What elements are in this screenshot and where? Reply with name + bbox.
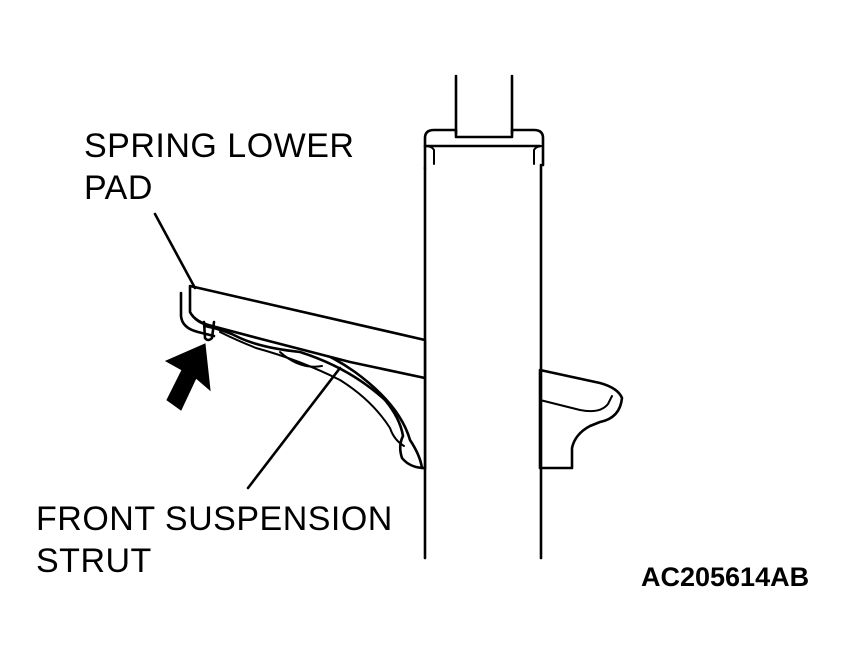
figure-code: AC205614AB (641, 562, 810, 592)
spring-pad-line2: PAD (84, 169, 153, 207)
front-suspension-strut-label: FRONT SUSPENSION STRUT (36, 500, 393, 580)
strut-body (423, 163, 543, 560)
strut-line2: STRUT (36, 542, 152, 580)
spring-pad-line1: SPRING LOWER (84, 127, 355, 165)
strut-rod (454, 74, 514, 135)
spring-lower-pad-label: SPRING LOWER PAD (84, 127, 354, 207)
arrow-icon (164, 343, 211, 411)
strut-collar (423, 128, 545, 170)
leader-lines (153, 212, 342, 490)
strut-line1: FRONT SUSPENSION (36, 500, 393, 538)
spring-lower-pad (179, 284, 427, 380)
spring-seat-right (538, 368, 624, 470)
